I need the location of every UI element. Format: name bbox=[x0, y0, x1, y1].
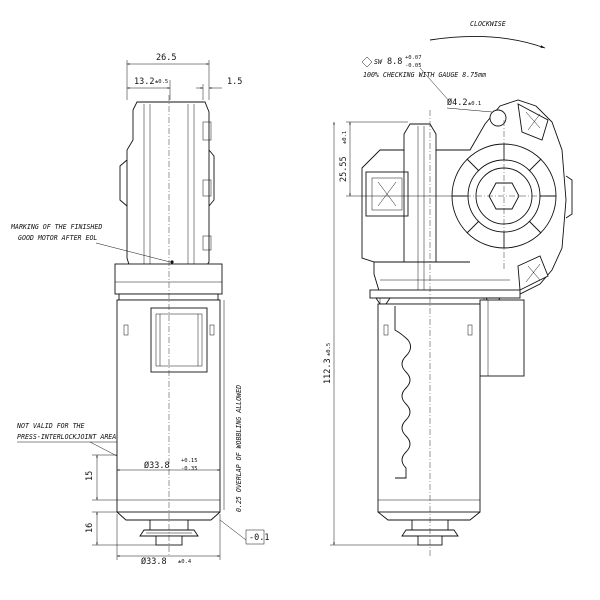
dim-total-height: 112.3 ±0.5 bbox=[323, 122, 418, 546]
note-press-line2: PRESS-INTERLOCKJOINT AREA bbox=[17, 433, 116, 441]
dim-13-2-tol: ±0.5 bbox=[155, 79, 168, 85]
dim-diameter-33-8-a: Ø33.8 bbox=[144, 460, 170, 471]
dim-minus-0-1: -0.1 bbox=[249, 533, 269, 543]
gauge-symbol: SW bbox=[374, 58, 383, 66]
gauge-tol-upper: +0.07 bbox=[405, 55, 422, 61]
dim-hole: Ø4.2 ±0.1 bbox=[446, 97, 493, 113]
left-view: 26.5 13.2 ±0.5 1.5 bbox=[10, 53, 269, 567]
press-note: NOT VALID FOR THE PRESS-INTERLOCKJOINT A… bbox=[16, 422, 118, 457]
dim-hole-tol: ±0.1 bbox=[468, 101, 481, 107]
wavy-slot bbox=[394, 306, 411, 479]
marking-note: MARKING OF THE FINISHED GOOD MOTOR AFTER… bbox=[10, 223, 171, 263]
dim-26-5: 26.5 bbox=[156, 53, 176, 63]
dim-hole-4-2: Ø4.2 bbox=[447, 97, 467, 108]
rotation-label: CLOCKWISE bbox=[470, 20, 506, 28]
note-press-line1: NOT VALID FOR THE bbox=[16, 422, 85, 430]
side-connector bbox=[479, 299, 525, 377]
marking-dot bbox=[170, 260, 174, 264]
note-marking-line1: MARKING OF THE FINISHED bbox=[10, 223, 102, 231]
dim-diameter-a-tol-upper: +0.15 bbox=[181, 458, 198, 464]
dim-diameter-b-tol: ±0.4 bbox=[178, 559, 192, 565]
gauge-note: SW 8.8 +0.07 -0.05 100% CHECKING WITH GA… bbox=[361, 55, 486, 103]
gearbox-side bbox=[119, 101, 215, 269]
dim-25-55: 25.55 bbox=[339, 156, 349, 182]
dim-height-16: 16 bbox=[85, 511, 156, 546]
dim-diameter-b: Ø33.8 ±0.4 bbox=[116, 514, 221, 567]
gauge-tol-lower: -0.05 bbox=[405, 63, 422, 69]
dim-top-width: 26.5 bbox=[126, 53, 210, 100]
rotation-indicator: CLOCKWISE bbox=[429, 20, 546, 49]
gauge-note-text: 100% CHECKING WITH GAUGE 8.75mm bbox=[363, 71, 486, 79]
dim-25-55-tol: ±0.1 bbox=[342, 131, 348, 144]
dim-13-2: 13.2 bbox=[134, 77, 154, 87]
gauge-diamond-icon bbox=[361, 56, 373, 68]
dim-16: 16 bbox=[85, 523, 95, 533]
dim-112-3-tol: ±0.5 bbox=[326, 343, 332, 356]
dim-15: 15 bbox=[85, 471, 95, 481]
clockwise-arrow-icon bbox=[429, 35, 546, 49]
gauge-value: 8.8 bbox=[387, 57, 402, 67]
offset-box bbox=[245, 529, 265, 545]
dim-diameter-33-8-b: Ø33.8 bbox=[141, 556, 167, 567]
dim-diameter-a-tol-lower: -0.35 bbox=[181, 466, 198, 472]
wobbling-note: 0.25 OVERLAP OF WOBBLING ALLOWED -0.1 bbox=[219, 300, 269, 545]
dim-112-3: 112.3 bbox=[323, 358, 333, 384]
motor-body-side bbox=[116, 299, 221, 521]
note-wobbling: 0.25 OVERLAP OF WOBBLING ALLOWED bbox=[235, 385, 243, 512]
dim-height-15: 15 bbox=[85, 454, 117, 501]
motor-body-front bbox=[377, 303, 481, 521]
dim-flange: 1.5 bbox=[196, 77, 242, 100]
connector-housing bbox=[150, 307, 208, 373]
dim-gear-width: 13.2 ±0.5 bbox=[127, 77, 171, 100]
mounting-hole bbox=[489, 109, 507, 127]
right-view: SW 8.8 +0.07 -0.05 100% CHECKING WITH GA… bbox=[323, 55, 573, 556]
gear-housing-front bbox=[361, 99, 573, 295]
dim-1-5: 1.5 bbox=[227, 77, 242, 87]
dim-center-height: 25.55 ±0.1 bbox=[339, 121, 452, 197]
note-marking-line2: GOOD MOTOR AFTER EOL bbox=[18, 234, 97, 242]
dim-diameter-a: Ø33.8 +0.15 -0.35 bbox=[117, 458, 220, 472]
